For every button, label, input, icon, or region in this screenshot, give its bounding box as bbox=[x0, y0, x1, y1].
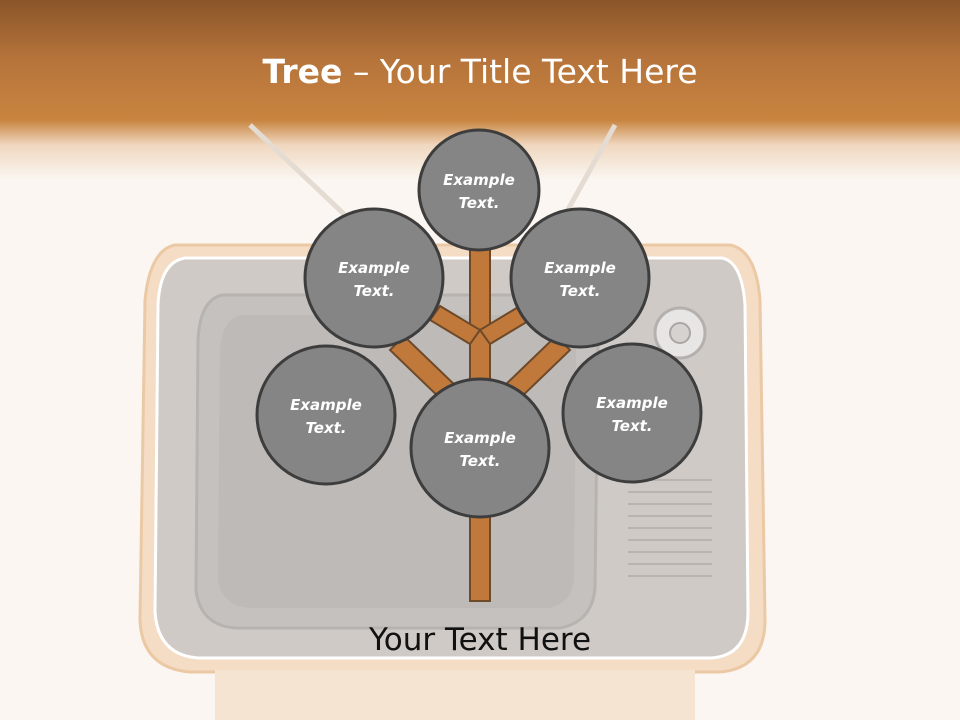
node-lower-left-line2: Text. bbox=[305, 419, 346, 437]
node-lower-right-line1: Example bbox=[596, 394, 668, 412]
node-upper-right-line1: Example bbox=[544, 259, 616, 277]
node-lower-right[interactable]: Example Text. bbox=[561, 342, 703, 484]
node-upper-left-line1: Example bbox=[338, 259, 410, 277]
tv-knob-center bbox=[669, 322, 691, 344]
node-center-line2: Text. bbox=[459, 452, 500, 470]
footer-text[interactable]: Your Text Here bbox=[368, 622, 592, 658]
tree-nodes: Example Text. Example Text. Example Text… bbox=[255, 128, 703, 519]
tv-antenna-right bbox=[562, 123, 618, 217]
title-rest: Your Title Text Here bbox=[379, 52, 698, 91]
title-dash: – bbox=[342, 52, 380, 91]
node-upper-left-line2: Text. bbox=[353, 282, 394, 300]
tv-antenna-left bbox=[248, 123, 347, 217]
node-center[interactable]: Example Text. bbox=[409, 377, 551, 519]
node-lower-left-line1: Example bbox=[290, 396, 362, 414]
node-upper-right-line2: Text. bbox=[559, 282, 600, 300]
node-lower-right-line2: Text. bbox=[611, 417, 652, 435]
node-lower-left[interactable]: Example Text. bbox=[255, 344, 397, 486]
node-upper-right[interactable]: Example Text. bbox=[509, 207, 651, 349]
node-center-line1: Example bbox=[444, 429, 516, 447]
node-top-line1: Example bbox=[443, 171, 515, 189]
title-bold: Tree bbox=[262, 52, 343, 91]
tv-speaker-grille bbox=[628, 479, 712, 577]
node-top[interactable]: Example Text. bbox=[417, 128, 541, 252]
slide-title[interactable]: Tree – Your Title Text Here bbox=[0, 52, 960, 91]
tv-stand bbox=[215, 670, 695, 720]
node-top-line2: Text. bbox=[458, 194, 499, 212]
node-upper-left[interactable]: Example Text. bbox=[303, 207, 445, 349]
